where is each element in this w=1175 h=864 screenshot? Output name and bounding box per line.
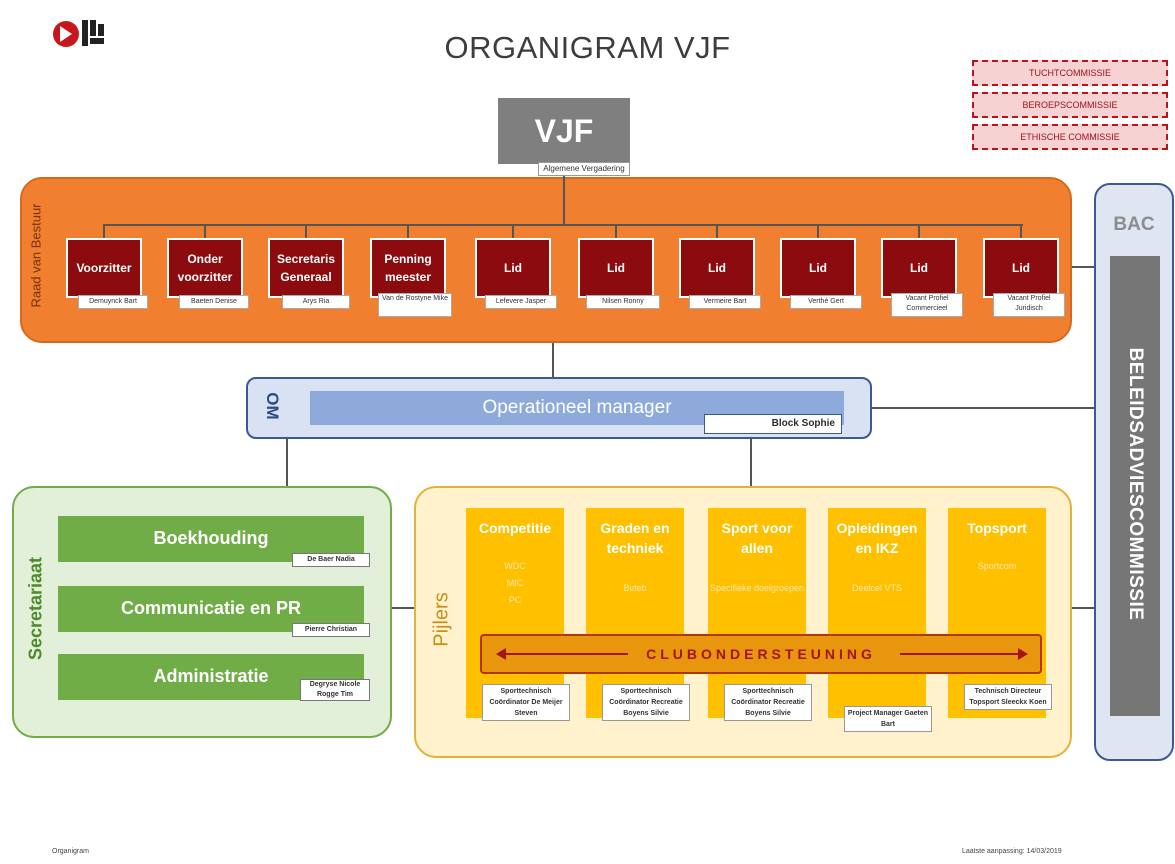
pillar-subgroups: Bvteb bbox=[586, 580, 684, 597]
member-connector bbox=[615, 224, 617, 240]
page-title: ORGANIGRAM VJF bbox=[444, 30, 731, 65]
pillar-subgroup: PC bbox=[508, 595, 522, 606]
board-member-name: Van de Rostyne Mike bbox=[378, 293, 452, 317]
member-connector bbox=[512, 224, 514, 240]
commissie-tucht: TUCHTCOMMISSIE bbox=[972, 60, 1168, 86]
pillar-contact: Sporttechnisch Coördinator Recreatie Boy… bbox=[724, 684, 812, 721]
connector-rvb-om bbox=[552, 343, 554, 377]
board-member-role: Lid bbox=[780, 238, 856, 298]
commissie-ethisch: ETHISCHE COMMISSIE bbox=[972, 124, 1168, 150]
board-member-name: Lefevere Jasper bbox=[485, 295, 557, 309]
pillar-contact: Project Manager Gaeten Bart bbox=[844, 706, 932, 732]
pillar-contact: Sporttechnisch Coördinator De Meijer Ste… bbox=[482, 684, 570, 721]
board-member-role: Lid bbox=[578, 238, 654, 298]
pillar-title: Graden en techniek bbox=[600, 520, 670, 557]
pillar-column: Opleidingen en IKZ Deelcel VTS bbox=[828, 508, 926, 718]
board-member-name: Verthé Gert bbox=[790, 295, 862, 309]
pillar-subgroups: Specifieke doelgroepen bbox=[708, 580, 806, 597]
pillar-title: Competitie bbox=[478, 520, 552, 536]
board-member-name: Vermeire Bart bbox=[689, 295, 761, 309]
board-member-name: Nilsen Ronny bbox=[586, 295, 660, 309]
footer-left: Organigram bbox=[52, 848, 89, 855]
clubondersteuning-arrow-left bbox=[498, 653, 628, 655]
pillar-subgroup: MIC bbox=[506, 578, 524, 589]
vjf-sub-label: Algemene Vergadering bbox=[538, 162, 630, 176]
pillar-subgroups: Sportcom bbox=[948, 558, 1046, 575]
board-member-name: Arys Ria bbox=[282, 295, 350, 309]
om-label: OM bbox=[263, 392, 282, 420]
bac-title: BELEIDSADVIESCOMMISSIE bbox=[1125, 347, 1146, 621]
pillar-title: Sport voor allen bbox=[721, 520, 793, 557]
secretariaat-name-administratie: Degryse Nicole Rogge Tim bbox=[300, 679, 370, 701]
member-connector bbox=[817, 224, 819, 240]
member-connector bbox=[103, 224, 105, 240]
secretariaat-label: Secretariaat bbox=[25, 556, 46, 661]
member-connector bbox=[407, 224, 409, 240]
connector-om-pijlers bbox=[750, 439, 752, 486]
member-connector bbox=[1020, 224, 1022, 240]
member-connector bbox=[716, 224, 718, 240]
board-member-role: Lid bbox=[881, 238, 957, 298]
board-member-name: Vacant Profiel Commercieel bbox=[891, 293, 963, 317]
pillar-subgroups: WDC MIC PC bbox=[466, 558, 564, 609]
board-member-role: Lid bbox=[983, 238, 1059, 298]
clubondersteuning-label: CLUBONDERSTEUNING bbox=[646, 646, 876, 662]
board-member-role: Onder voorzitter bbox=[167, 238, 243, 298]
bac-label: BAC bbox=[1113, 214, 1155, 235]
connector-vjf-rvb-inner bbox=[563, 164, 565, 226]
vjf-logo bbox=[52, 14, 112, 54]
board-member-name: Baeten Denise bbox=[179, 295, 249, 309]
arrowhead-right-icon bbox=[1018, 648, 1028, 660]
member-connector bbox=[305, 224, 307, 240]
pillar-subgroup: Bvteb bbox=[623, 583, 647, 593]
board-member-role: Lid bbox=[679, 238, 755, 298]
pillar-contact: Technisch Directeur Topsport Sleeckx Koe… bbox=[964, 684, 1052, 710]
board-member-role: Lid bbox=[475, 238, 551, 298]
pillar-title: Opleidingen en IKZ bbox=[836, 520, 918, 557]
connector-rvb-bac bbox=[1072, 266, 1094, 268]
member-connector bbox=[204, 224, 206, 240]
connector-om-secretariaat bbox=[286, 439, 288, 486]
pillar-contact: Sporttechnisch Coördinator Recreatie Boy… bbox=[602, 684, 690, 721]
secretariaat-name-boekhouding: De Baer Nadia bbox=[292, 553, 370, 567]
pillar-subgroup: Sportcom bbox=[977, 561, 1017, 571]
pillar-subgroup: WDC bbox=[504, 561, 526, 571]
board-member-name: Demuynck Bart bbox=[78, 295, 148, 309]
secretariaat-name-communicatie: Pierre Christian bbox=[292, 623, 370, 637]
board-member-role: Penning meester bbox=[370, 238, 446, 298]
bac-bar: BELEIDSADVIESCOMMISSIE bbox=[1110, 256, 1160, 716]
board-member-name: Vacant Profiel Juridisch bbox=[993, 293, 1065, 317]
clubondersteuning-arrow-right bbox=[900, 653, 1020, 655]
pillar-subgroup: Deelcel VTS bbox=[851, 583, 903, 593]
member-connector bbox=[918, 224, 920, 240]
connector-om-bac bbox=[872, 407, 1094, 409]
vjf-box: VJF bbox=[498, 98, 630, 164]
pillar-subgroup: Specifieke doelgroepen bbox=[709, 583, 805, 593]
pillar-title: Topsport bbox=[967, 520, 1027, 536]
connector-secretariaat-pijlers bbox=[392, 607, 414, 609]
footer-right: Laatste aanpassing: 14/03/2019 bbox=[962, 848, 1062, 855]
arrowhead-left-icon bbox=[496, 648, 506, 660]
pillar-subgroups: Deelcel VTS bbox=[828, 580, 926, 597]
board-member-role: Voorzitter bbox=[66, 238, 142, 298]
board-member-role: Secretaris Generaal bbox=[268, 238, 344, 298]
raad-van-bestuur-label: Raad van Bestuur bbox=[28, 203, 44, 308]
connector-pijlers-bac bbox=[1072, 607, 1094, 609]
commissie-beroep: BEROEPSCOMMISSIE bbox=[972, 92, 1168, 118]
operationeel-manager-name: Block Sophie bbox=[704, 414, 842, 434]
pijlers-label: Pijlers bbox=[430, 592, 453, 647]
